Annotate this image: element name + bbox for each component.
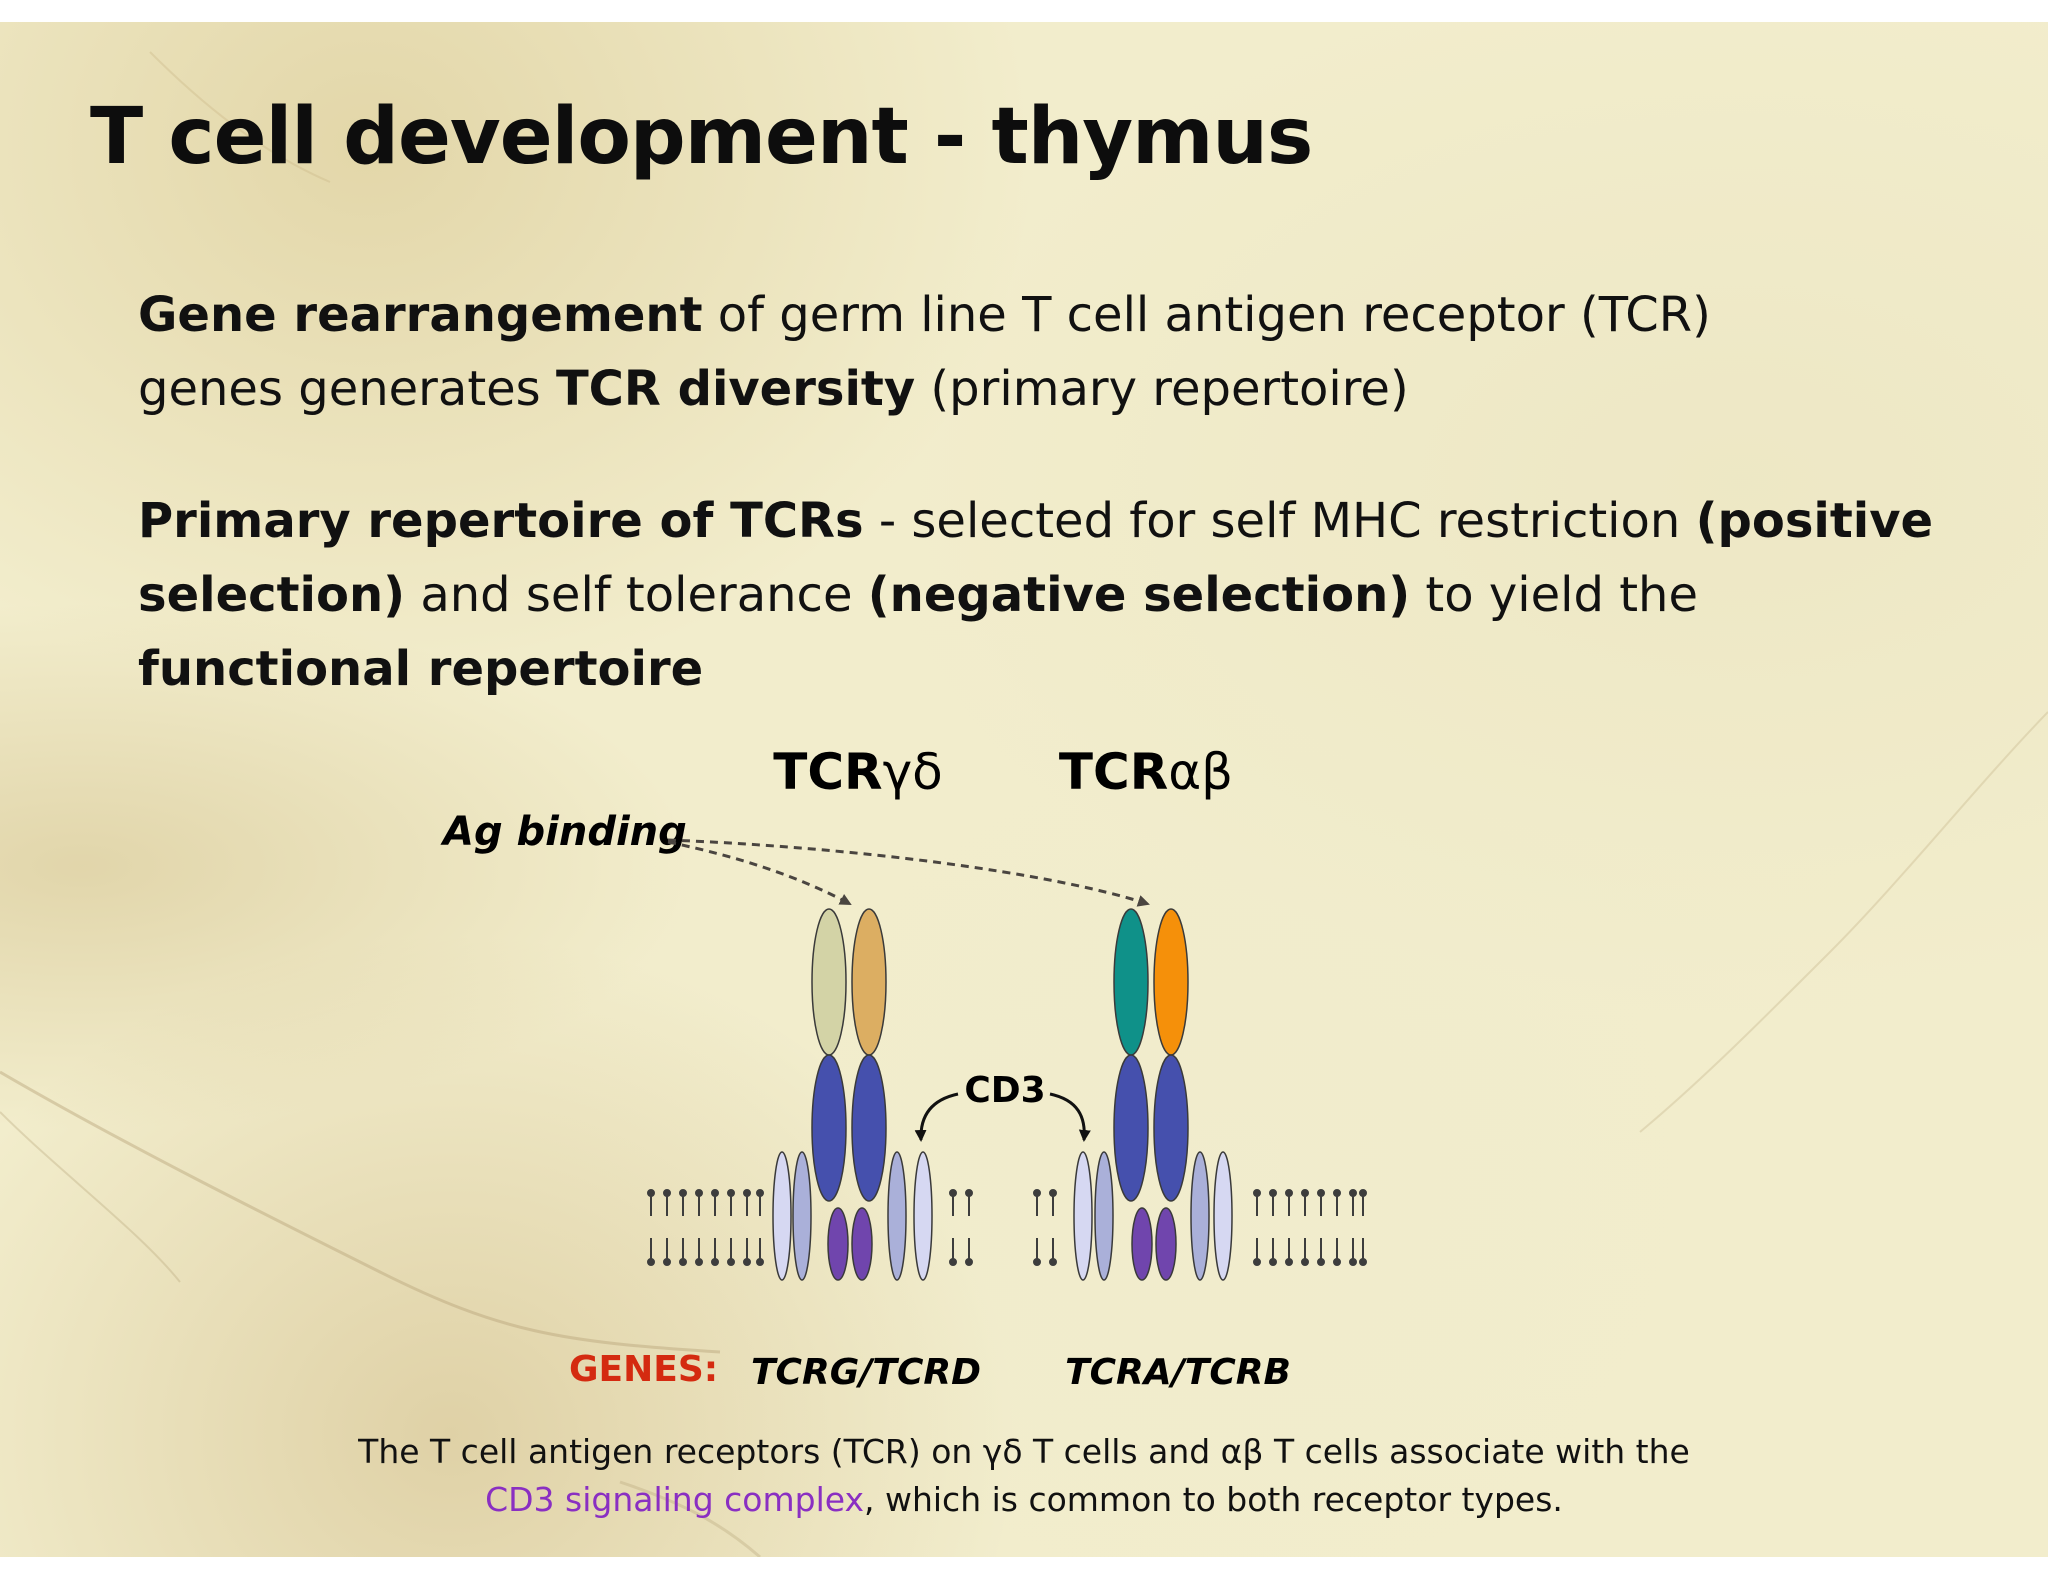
paragraph-primary-repertoire: Primary repertoire of TCRs - selected fo… <box>138 484 1938 706</box>
lipid-group <box>949 1189 973 1266</box>
page-title: T cell development - thymus <box>90 92 1313 182</box>
label-tcr-gd-bold: TCR <box>773 743 882 801</box>
caption-highlight: CD3 signaling complex <box>485 1480 864 1519</box>
cd3-zeta <box>827 1207 849 1281</box>
tcr-gamma-variable <box>811 908 847 1056</box>
label-tcr-gd-greek: γδ <box>883 743 943 801</box>
bold-functional-repertoire: functional repertoire <box>138 641 704 697</box>
lipid-group <box>1033 1189 1057 1266</box>
slide: T cell development - thymus Gene rearran… <box>0 22 2048 1557</box>
lipid-group <box>1253 1189 1367 1266</box>
cd3-arrow-left <box>914 1092 959 1142</box>
cd3-subunit-light <box>1073 1151 1093 1281</box>
ag-binding-arrow-gd <box>667 840 852 906</box>
cd3-arrow-right <box>1049 1092 1091 1142</box>
label-tcr-ab-bold: TCR <box>1059 743 1168 801</box>
cd3-subunit-light <box>913 1151 933 1281</box>
lipid-group <box>647 1189 764 1266</box>
figure-caption: The T cell antigen receptors (TCR) on γδ… <box>0 1428 2048 1524</box>
bold-tcr-diversity: TCR diversity <box>555 361 916 417</box>
bold-gene-rearrangement: Gene rearrangement <box>138 287 703 343</box>
cd3-zeta <box>1131 1207 1153 1281</box>
cd3-zeta <box>1155 1207 1177 1281</box>
tcr-diagram: TCRγδ TCRαβ Ag binding <box>440 743 1367 1393</box>
label-cd3: CD3 <box>964 1070 1045 1111</box>
label-tcr-alpha-beta: TCRαβ <box>1059 743 1233 801</box>
cd3-subunit-mid <box>887 1151 907 1281</box>
tcr-delta-variable <box>851 908 887 1056</box>
text-span: to yield the <box>1410 567 1698 623</box>
cd3-zeta <box>851 1207 873 1281</box>
gene-tcrg-tcrd: TCRG/TCRD <box>751 1352 981 1393</box>
ag-binding-arrow-ab <box>667 838 1150 907</box>
label-tcr-ab-greek: αβ <box>1168 743 1233 801</box>
membrane-right <box>1033 1189 1367 1266</box>
tcr-beta-constant <box>1153 1054 1189 1202</box>
membrane-left <box>647 1189 973 1266</box>
tcr-alpha-variable <box>1113 908 1149 1056</box>
text-span: of germ line T cell antigen receptor (TC… <box>702 287 1711 343</box>
paragraph-gene-rearrangement: Gene rearrangement of germ line T cell a… <box>138 278 1938 426</box>
cd3-subunit-light <box>1213 1151 1233 1281</box>
cd3-subunit-mid <box>792 1151 812 1281</box>
label-ag-binding: Ag binding <box>440 809 687 855</box>
tcr-alpha-constant <box>1113 1054 1149 1202</box>
bold-negative-selection: (negative selection) <box>867 567 1411 623</box>
cd3-subunit-mid <box>1190 1151 1210 1281</box>
genes-label: GENES: <box>569 1349 718 1390</box>
gene-tcra-tcrb: TCRA/TCRB <box>1065 1352 1291 1393</box>
background-texture <box>0 51 2048 1557</box>
tcr-delta-constant <box>851 1054 887 1202</box>
text-span: genes generates <box>138 361 556 417</box>
text-span: and self tolerance <box>405 567 868 623</box>
cd3-subunit-light <box>772 1151 792 1281</box>
label-tcr-gamma-delta: TCRγδ <box>773 743 943 801</box>
cd3-subunit-mid <box>1094 1151 1114 1281</box>
tcr-gamma-delta-complex <box>772 908 933 1281</box>
text-span: - selected for self MHC restriction <box>863 493 1696 549</box>
caption-line-2: , which is common to both receptor types… <box>864 1480 1563 1519</box>
tcr-gamma-constant <box>811 1054 847 1202</box>
tcr-beta-variable <box>1153 908 1189 1056</box>
bold-positive-selection: (positive selection) <box>138 493 1934 623</box>
text-span: (primary repertoire) <box>915 361 1409 417</box>
caption-line-1: The T cell antigen receptors (TCR) on γδ… <box>358 1432 1690 1471</box>
bold-primary-repertoire: Primary repertoire of TCRs <box>138 493 864 549</box>
tcr-alpha-beta-complex <box>1073 908 1233 1281</box>
